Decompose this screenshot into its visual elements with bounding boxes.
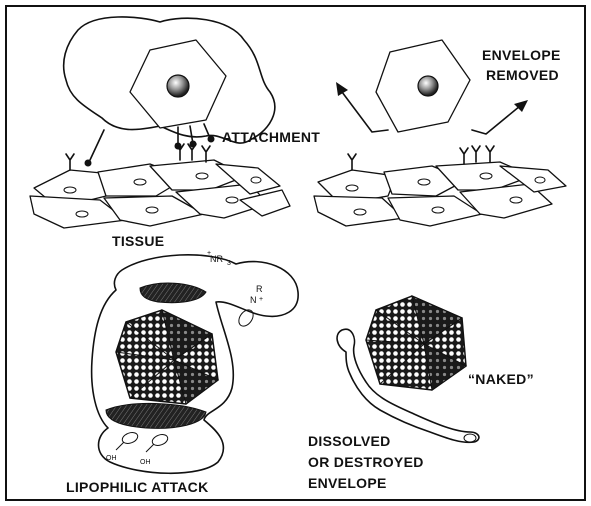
- dissolved-label-line1: DISSOLVED: [308, 433, 391, 449]
- phenol-ring-2: [151, 433, 169, 448]
- disrupted-membrane-top: [140, 283, 206, 303]
- tissue-cells-right: [314, 146, 566, 226]
- hydroxyl-label-1: OH: [106, 455, 117, 462]
- r-group-label: R: [256, 284, 263, 294]
- lipophilic-attack-label: LIPOPHILIC ATTACK: [66, 479, 209, 495]
- lipophilic-attack-panel: NR 3 + R N + OH OH LIPOPHILIC ATTACK: [66, 250, 298, 495]
- naked-virus-panel: “NAKED” DISSOLVED OR DESTROYED ENVELOPE: [308, 296, 534, 491]
- phenol-ring-1: [121, 431, 139, 446]
- dissolved-label-line2: OR DESTROYED: [308, 454, 424, 470]
- nucleus-core-free: [418, 76, 438, 96]
- envelope-removed-label-line2: REMOVED: [486, 67, 559, 83]
- tissue-label: TISSUE: [112, 233, 164, 249]
- spike-glycoprotein: [85, 160, 92, 167]
- envelope-removed-panel: ENVELOPE REMOVED: [314, 40, 566, 226]
- envelope-removed-label-line1: ENVELOPE: [482, 47, 561, 63]
- quat-ammonium-label: NR: [210, 254, 223, 264]
- tissue-cells: [30, 144, 290, 228]
- removal-arrow-right: [472, 106, 520, 134]
- hydroxyl-label-2: OH: [140, 459, 151, 466]
- svg-text:3: 3: [227, 260, 231, 267]
- disrupted-membrane-bottom: [106, 403, 206, 428]
- naked-label: “NAKED”: [468, 371, 534, 387]
- n-atom-label: N: [250, 295, 257, 305]
- attachment-label: ATTACHMENT: [222, 129, 320, 145]
- aromatic-ring: [236, 307, 256, 329]
- dissolved-label-line3: ENVELOPE: [308, 475, 387, 491]
- svg-text:+: +: [207, 250, 211, 257]
- nucleus-core: [167, 75, 189, 97]
- attachment-panel: ATTACHMENT TISSUE: [30, 17, 320, 249]
- svg-text:+: +: [259, 296, 263, 303]
